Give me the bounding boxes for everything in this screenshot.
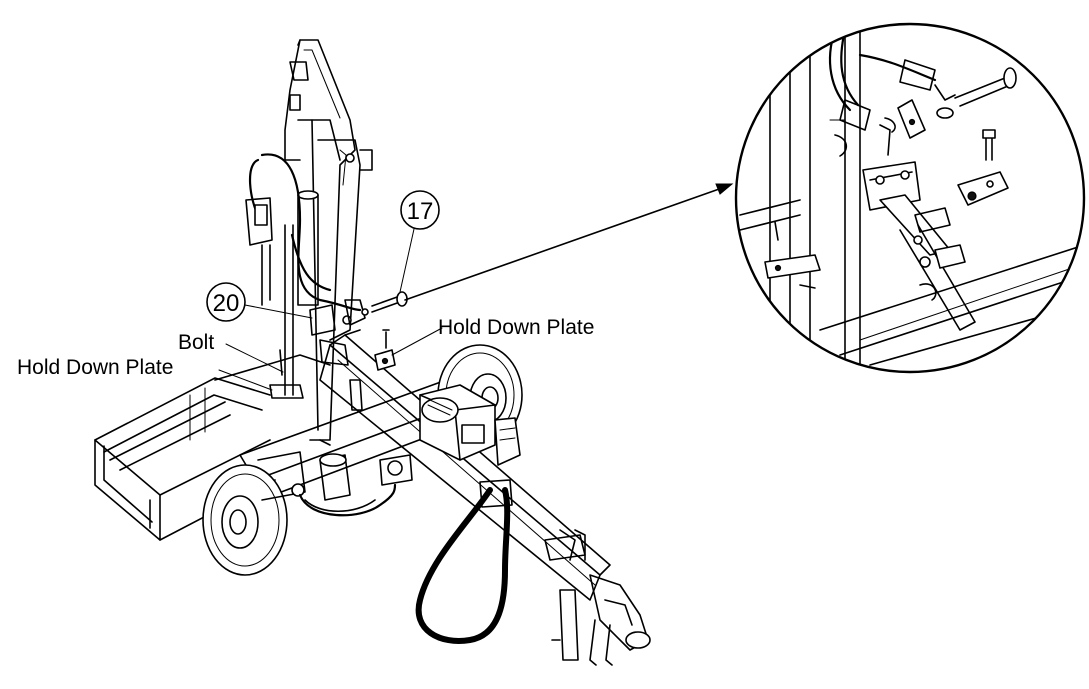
hydraulic-cylinder bbox=[245, 153, 362, 396]
hose-loop bbox=[415, 479, 513, 644]
detail-pointer-arrow bbox=[404, 183, 734, 301]
beam-latch-area bbox=[269, 299, 369, 399]
label-hold-down-plate-right: Hold Down Plate bbox=[391, 316, 594, 356]
log-splitter-illustration bbox=[94, 39, 651, 666]
hardware-pin-17 bbox=[371, 291, 408, 313]
hydraulic-pump bbox=[298, 453, 413, 517]
callout-17: 17 bbox=[399, 190, 440, 293]
main-beam bbox=[319, 329, 611, 601]
tongue-coupler bbox=[551, 574, 651, 666]
label-hold-down-plate-left: Hold Down Plate bbox=[17, 356, 273, 391]
detail-zoom-view bbox=[734, 22, 1086, 374]
callout-20: 20 bbox=[206, 282, 313, 322]
label-bolt-text: Bolt bbox=[178, 331, 214, 354]
label-hold-down-plate-right-text: Hold Down Plate bbox=[438, 316, 594, 339]
engine bbox=[419, 384, 521, 466]
callout-17-number: 17 bbox=[407, 198, 434, 225]
label-bolt: Bolt bbox=[178, 331, 284, 373]
label-hold-down-plate-left-text: Hold Down Plate bbox=[17, 356, 173, 379]
left-wheel bbox=[202, 451, 306, 576]
callout-20-number: 20 bbox=[213, 290, 240, 317]
hardware-bolt-plate bbox=[374, 329, 396, 371]
